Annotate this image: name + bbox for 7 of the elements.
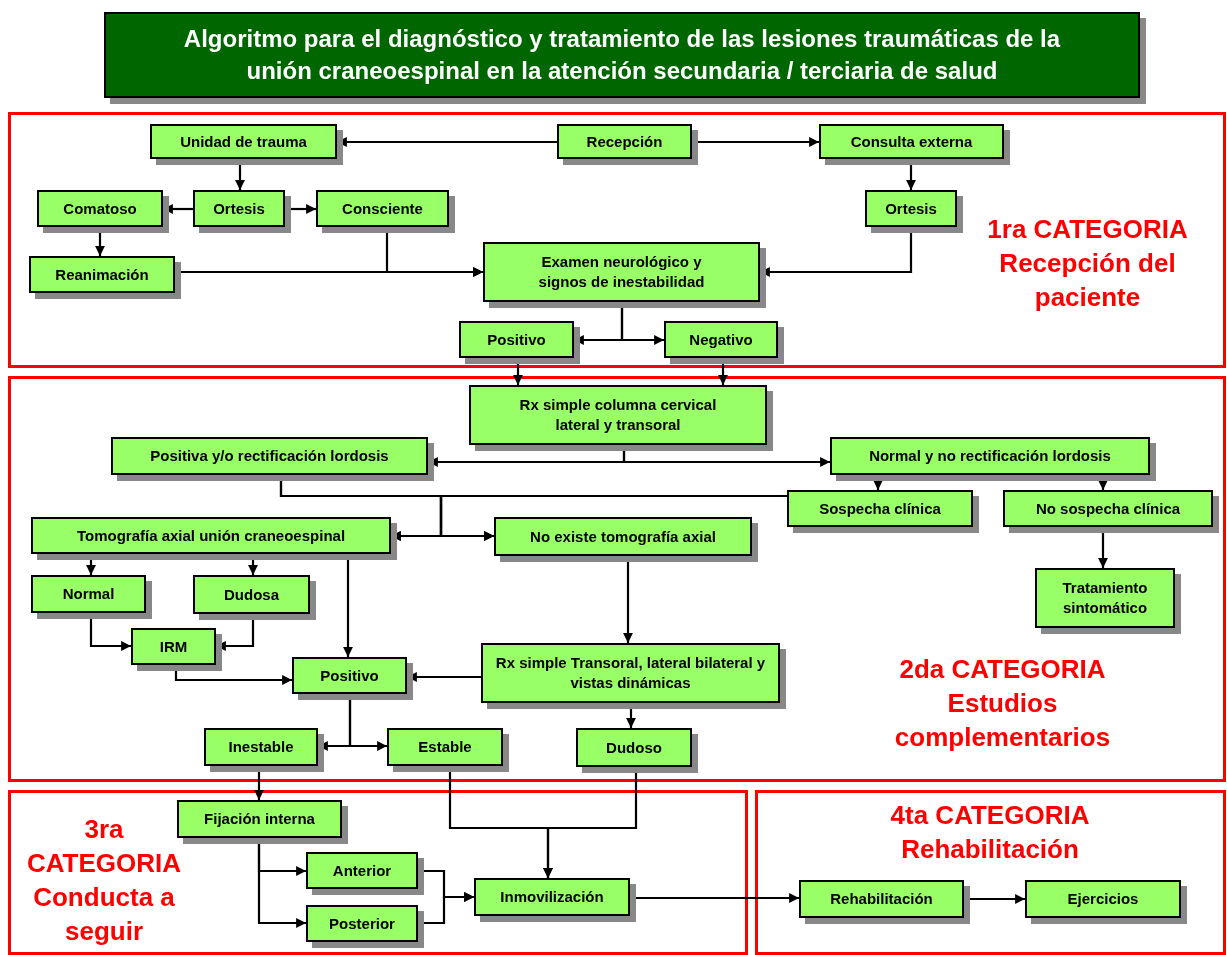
category-heading: 1ra CATEGORIA Recepción del paciente xyxy=(986,213,1189,314)
category-panel xyxy=(755,790,1226,955)
category-heading: 2da CATEGORIA Estudios complementarios xyxy=(893,653,1112,754)
category-panel xyxy=(8,376,1226,782)
category-heading: 4ta CATEGORIA Rehabilitación xyxy=(889,799,1091,866)
category-panel xyxy=(8,790,748,955)
category-panel xyxy=(8,112,1226,368)
